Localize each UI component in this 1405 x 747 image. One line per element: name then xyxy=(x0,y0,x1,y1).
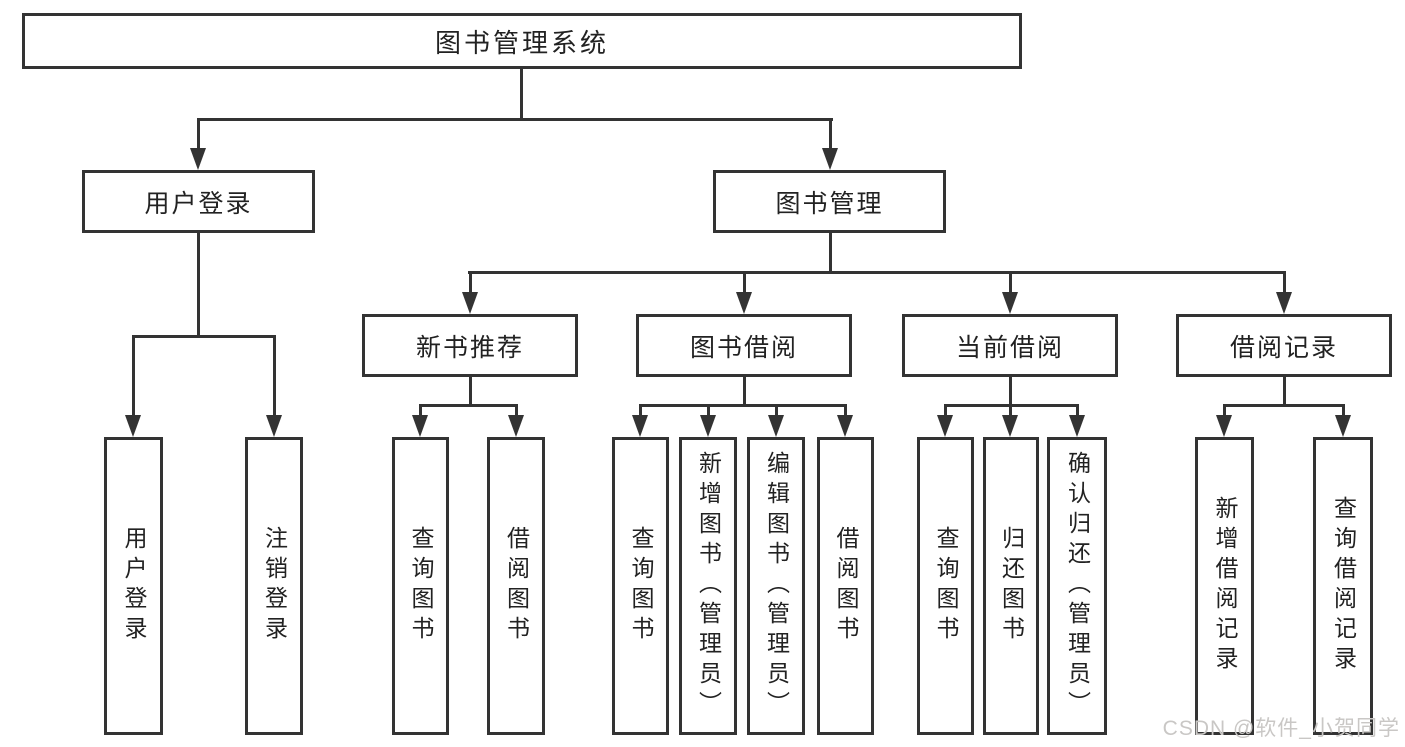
leaf-records-add-record: 新增借阅记录 xyxy=(1195,437,1254,735)
connector-line xyxy=(197,118,833,121)
leaf-current-query-books: 查询图书 xyxy=(917,437,974,735)
connector-line xyxy=(197,118,200,151)
connector-line xyxy=(639,404,642,417)
leaf-newbook-borrow-books: 借阅图书 xyxy=(487,437,545,735)
connector-line xyxy=(743,271,746,295)
arrowhead-down-icon xyxy=(1002,415,1018,437)
connector-line xyxy=(520,69,523,118)
leaf-current-confirm-return-admin: 确认归还（管理员） xyxy=(1047,437,1107,735)
node-book-management-label: 图书管理 xyxy=(775,189,884,218)
connector-line xyxy=(1283,271,1286,295)
connector-line xyxy=(132,335,135,417)
node-new-book-recommend: 新书推荐 xyxy=(362,314,578,377)
leaf-borrowing-query-books: 查询图书 xyxy=(612,437,669,735)
connector-line xyxy=(419,404,422,417)
node-book-borrowing-label: 图书借阅 xyxy=(689,333,798,362)
arrowhead-down-icon xyxy=(632,415,648,437)
leaf-borrowing-edit-books-admin: 编辑图书（管理员） xyxy=(747,437,805,735)
connector-line xyxy=(468,271,1286,274)
leaf-records-add-record-label: 新增借阅记录 xyxy=(1212,496,1238,676)
leaf-logout-label: 注销登录 xyxy=(261,526,288,646)
arrowhead-down-icon xyxy=(508,415,524,437)
leaf-borrowing-borrow-books-label: 借阅图书 xyxy=(833,526,859,646)
leaf-current-return-books-label: 归还图书 xyxy=(998,526,1025,646)
connector-line xyxy=(1342,404,1345,417)
arrowhead-down-icon xyxy=(837,415,853,437)
node-current-borrowing: 当前借阅 xyxy=(902,314,1118,377)
leaf-records-query-record: 查询借阅记录 xyxy=(1313,437,1373,735)
connector-line xyxy=(1076,404,1079,417)
connector-line xyxy=(707,404,710,417)
leaf-borrowing-add-books-admin-label: 新增图书（管理员） xyxy=(695,451,722,721)
leaf-borrowing-edit-books-admin-label: 编辑图书（管理员） xyxy=(763,451,790,721)
connector-line xyxy=(1283,377,1286,404)
node-book-borrowing: 图书借阅 xyxy=(636,314,852,377)
leaf-current-confirm-return-admin-label: 确认归还（管理员） xyxy=(1064,451,1091,721)
arrowhead-down-icon xyxy=(190,148,206,170)
leaf-user-login: 用户登录 xyxy=(104,437,163,735)
arrowhead-down-icon xyxy=(700,415,716,437)
node-root-system: 图书管理系统 xyxy=(22,13,1022,69)
arrowhead-down-icon xyxy=(1335,415,1351,437)
leaf-current-return-books: 归还图书 xyxy=(983,437,1039,735)
leaf-current-query-books-label: 查询图书 xyxy=(933,526,959,646)
leaf-borrowing-add-books-admin: 新增图书（管理员） xyxy=(679,437,737,735)
connector-line xyxy=(515,404,518,417)
node-new-book-recommend-label: 新书推荐 xyxy=(415,333,524,362)
csdn-watermark: CSDN @软件_小贺同学 xyxy=(1162,717,1400,740)
leaf-borrowing-query-books-label: 查询图书 xyxy=(628,526,654,646)
connector-line xyxy=(419,404,518,407)
connector-line xyxy=(1009,404,1012,417)
node-book-management: 图书管理 xyxy=(713,170,946,233)
leaf-newbook-query-books-label: 查询图书 xyxy=(408,526,434,646)
connector-line xyxy=(1009,377,1012,404)
connector-line xyxy=(775,404,778,417)
node-borrowing-records: 借阅记录 xyxy=(1176,314,1392,377)
connector-line xyxy=(1009,271,1012,295)
node-root-label: 图书管理系统 xyxy=(434,27,609,58)
connector-line xyxy=(273,335,276,417)
arrowhead-down-icon xyxy=(768,415,784,437)
connector-line xyxy=(829,233,832,271)
connector-line xyxy=(639,404,847,407)
arrowhead-down-icon xyxy=(1216,415,1232,437)
arrowhead-down-icon xyxy=(412,415,428,437)
leaf-user-login-label: 用户登录 xyxy=(121,526,147,646)
connector-line xyxy=(1223,404,1344,407)
arrowhead-down-icon xyxy=(1069,415,1085,437)
connector-line xyxy=(944,404,947,417)
arrowhead-down-icon xyxy=(937,415,953,437)
node-user-login-label: 用户登录 xyxy=(144,189,253,218)
leaf-borrowing-borrow-books: 借阅图书 xyxy=(817,437,874,735)
connector-line xyxy=(197,233,200,335)
leaf-newbook-borrow-books-label: 借阅图书 xyxy=(503,526,530,646)
connector-line xyxy=(829,118,832,151)
arrowhead-down-icon xyxy=(736,292,752,314)
leaf-records-query-record-label: 查询借阅记录 xyxy=(1330,496,1357,676)
arrowhead-down-icon xyxy=(266,415,282,437)
leaf-logout: 注销登录 xyxy=(245,437,303,735)
connector-line xyxy=(132,335,275,338)
node-borrowing-records-label: 借阅记录 xyxy=(1229,333,1338,362)
arrowhead-down-icon xyxy=(125,415,141,437)
arrowhead-down-icon xyxy=(822,148,838,170)
arrowhead-down-icon xyxy=(1002,292,1018,314)
connector-line xyxy=(743,377,746,404)
connector-line xyxy=(469,271,472,295)
connector-line xyxy=(469,377,472,404)
connector-line xyxy=(844,404,847,417)
node-current-borrowing-label: 当前借阅 xyxy=(955,333,1064,362)
arrowhead-down-icon xyxy=(1276,292,1292,314)
connector-line xyxy=(1223,404,1226,417)
arrowhead-down-icon xyxy=(462,292,478,314)
leaf-newbook-query-books: 查询图书 xyxy=(392,437,449,735)
node-user-login: 用户登录 xyxy=(82,170,315,233)
